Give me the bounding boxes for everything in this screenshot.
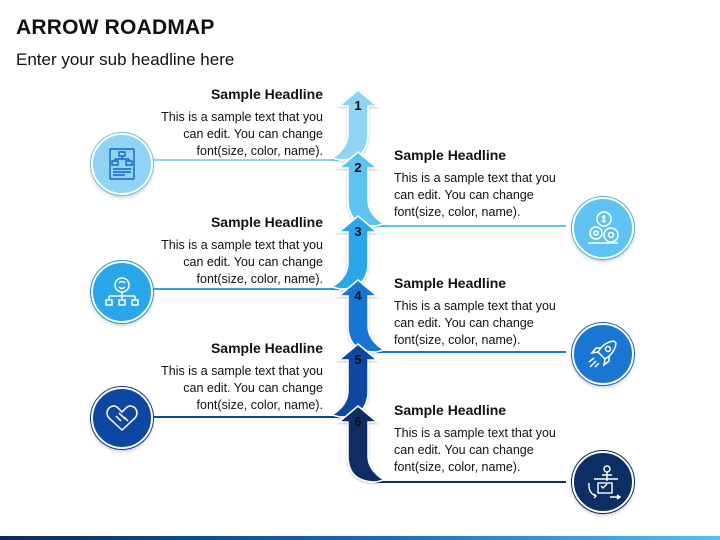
rocket-icon xyxy=(572,323,634,385)
footer-gradient-bar xyxy=(0,536,720,540)
step-2-body: This is a sample text that you can edit.… xyxy=(394,171,556,219)
step-1-text: Sample Headline This is a sample text th… xyxy=(148,86,323,160)
step-number-6: 6 xyxy=(354,414,361,429)
roadmap-arrow-6 xyxy=(336,405,386,483)
step-number-1: 1 xyxy=(354,98,361,113)
step-6-body: This is a sample text that you can edit.… xyxy=(394,426,556,474)
page-title: ARROW ROADMAP xyxy=(16,16,215,39)
step-number-4: 4 xyxy=(354,288,362,303)
decision-chart-icon xyxy=(572,451,634,513)
step-6-text: Sample Headline This is a sample text th… xyxy=(394,402,569,476)
step-5-heading: Sample Headline xyxy=(210,340,323,356)
step-1-body: This is a sample text that you can edit.… xyxy=(161,110,323,158)
roadmap-arrow-4 xyxy=(336,279,386,353)
roadmap-arrow-3 xyxy=(330,215,380,290)
roadmap-arrow-1 xyxy=(330,89,380,161)
step-3-text: Sample Headline This is a sample text th… xyxy=(148,214,323,288)
step-1-heading: Sample Headline xyxy=(210,86,323,102)
step-number-5: 5 xyxy=(354,352,361,367)
step-5-body: This is a sample text that you can edit.… xyxy=(161,364,323,412)
step-5-text: Sample Headline This is a sample text th… xyxy=(148,340,323,414)
step-number-2: 2 xyxy=(354,160,361,175)
money-gears-icon xyxy=(572,197,634,259)
step-6-heading: Sample Headline xyxy=(394,402,507,418)
roadmap-arrow-2 xyxy=(336,151,386,227)
step-number-3: 3 xyxy=(354,224,361,239)
page-subtitle: Enter your sub headline here xyxy=(16,50,235,69)
roadmap-arrow-5 xyxy=(330,343,380,418)
step-4-heading: Sample Headline xyxy=(394,275,507,291)
org-chart-document-icon xyxy=(91,133,153,195)
step-2-text: Sample Headline This is a sample text th… xyxy=(394,147,569,221)
handshake-icon xyxy=(91,387,153,449)
step-3-heading: Sample Headline xyxy=(210,214,323,230)
step-3-body: This is a sample text that you can edit.… xyxy=(161,238,323,286)
network-brain-icon xyxy=(91,261,153,323)
step-2-heading: Sample Headline xyxy=(394,147,507,163)
step-4-body: This is a sample text that you can edit.… xyxy=(394,299,556,347)
step-4-text: Sample Headline This is a sample text th… xyxy=(394,275,569,349)
